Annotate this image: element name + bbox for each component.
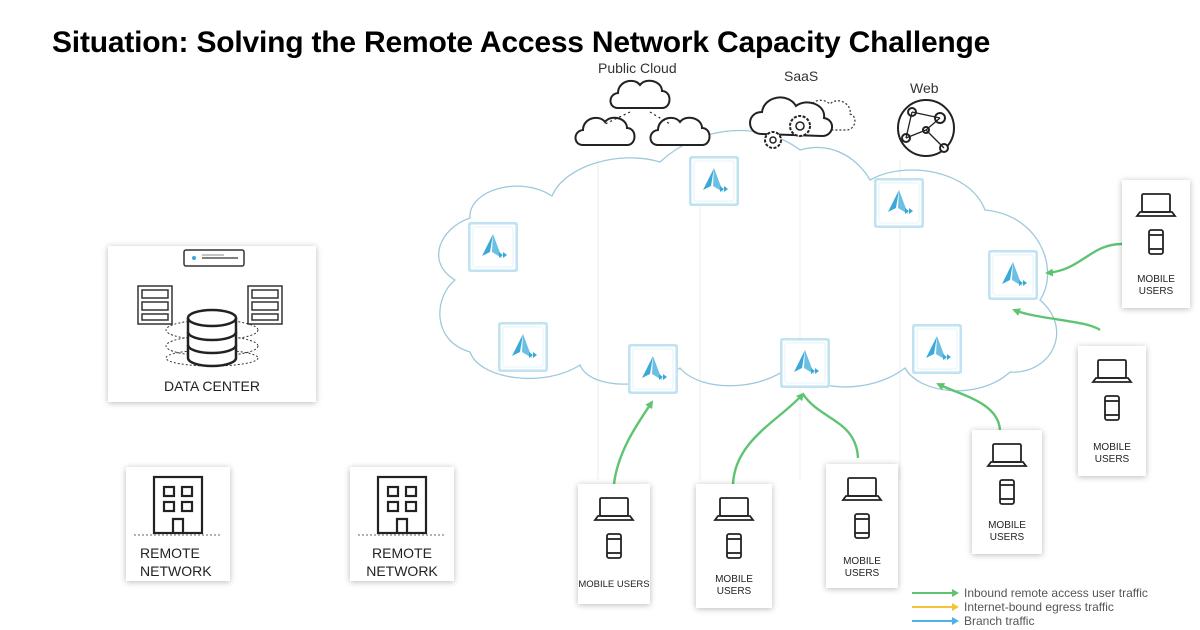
access-node-icon bbox=[497, 321, 549, 373]
laptop-icon bbox=[593, 497, 635, 521]
mobile-device-icons bbox=[1122, 188, 1190, 268]
legend-arrow-icon bbox=[912, 589, 959, 597]
mobile-users-label-line1: MOBILE bbox=[1137, 274, 1175, 285]
mobile-users-label: MOBILE USERS bbox=[578, 579, 650, 590]
saas-icon bbox=[749, 96, 856, 149]
slide-title: Situation: Solving the Remote Access Net… bbox=[52, 26, 991, 59]
public-cloud-label: Public Cloud bbox=[598, 60, 677, 76]
background-grid-lines bbox=[597, 160, 901, 480]
mobile-users-label-line1: MOBILE bbox=[843, 556, 881, 567]
laptop-icon bbox=[841, 477, 883, 501]
mobile-users-label-line2: USERS bbox=[716, 586, 752, 597]
phone-icon bbox=[1104, 395, 1120, 421]
mobile-users-card: MOBILE USERS bbox=[578, 484, 650, 604]
legend-arrow-icon bbox=[912, 617, 959, 625]
public-cloud-icon bbox=[574, 79, 711, 146]
phone-icon bbox=[999, 479, 1015, 505]
mobile-users-label-line1: MOBILE bbox=[715, 574, 753, 585]
web-icon bbox=[897, 99, 955, 157]
inbound-traffic-arrows bbox=[612, 242, 1123, 485]
mobile-device-icons bbox=[972, 438, 1042, 518]
mobile-users-card: MOBILE USERS bbox=[826, 464, 898, 588]
phone-icon bbox=[854, 513, 870, 539]
data-center-label: DATA CENTER bbox=[164, 378, 260, 394]
remote-network-card: REMOTE NETWORK bbox=[126, 467, 230, 581]
building-icon bbox=[134, 475, 222, 536]
access-node-icon bbox=[873, 177, 925, 229]
mobile-users-card: MOBILE USERS bbox=[696, 484, 772, 608]
mobile-device-icons bbox=[696, 492, 772, 572]
access-node-icon bbox=[987, 249, 1039, 301]
laptop-icon bbox=[986, 443, 1028, 467]
data-center-card: DATA CENTER bbox=[108, 246, 316, 402]
legend-arrow-icon bbox=[912, 603, 959, 611]
remote-network-label-line2: NETWORK bbox=[140, 563, 212, 579]
access-node-icon bbox=[779, 337, 831, 389]
remote-network-label-line1: REMOTE bbox=[140, 545, 200, 561]
access-node-icon bbox=[627, 343, 679, 395]
remote-network-label-line2: NETWORK bbox=[366, 563, 438, 579]
mobile-users-label-line1: MOBILE bbox=[988, 520, 1026, 531]
web-label: Web bbox=[910, 80, 939, 96]
phone-icon bbox=[606, 533, 622, 559]
legend-label: Branch traffic bbox=[964, 614, 1035, 628]
phone-icon bbox=[1148, 229, 1164, 255]
mobile-users-label-line2: USERS bbox=[1094, 454, 1130, 465]
data-center-icon bbox=[137, 249, 283, 368]
remote-network-card: REMOTE NETWORK bbox=[350, 467, 454, 581]
access-node-icon bbox=[467, 221, 519, 273]
legend-item-egress: Internet-bound egress traffic bbox=[912, 600, 1114, 614]
phone-icon bbox=[726, 533, 742, 559]
legend-label: Inbound remote access user traffic bbox=[964, 586, 1148, 600]
mobile-device-icons bbox=[578, 492, 650, 572]
mobile-device-icons bbox=[1078, 354, 1146, 434]
access-node-icon bbox=[911, 323, 963, 375]
mobile-users-card: MOBILE USERS bbox=[972, 430, 1042, 554]
legend-label: Internet-bound egress traffic bbox=[964, 600, 1114, 614]
mobile-users-label-line1: MOBILE bbox=[1093, 442, 1131, 453]
laptop-icon bbox=[1091, 359, 1133, 383]
mobile-users-card: MOBILE USERS bbox=[1122, 180, 1190, 308]
mobile-users-label-line2: USERS bbox=[1138, 286, 1174, 297]
mobile-users-label-line2: USERS bbox=[989, 532, 1025, 543]
mobile-users-label-line2: USERS bbox=[844, 568, 880, 579]
access-node-icon bbox=[688, 155, 740, 207]
legend-item-inbound: Inbound remote access user traffic bbox=[912, 586, 1148, 600]
laptop-icon bbox=[1135, 193, 1177, 217]
remote-network-label-line1: REMOTE bbox=[372, 545, 432, 561]
mobile-users-card: MOBILE USERS bbox=[1078, 346, 1146, 476]
mobile-device-icons bbox=[826, 472, 898, 552]
laptop-icon bbox=[713, 497, 755, 521]
saas-label: SaaS bbox=[784, 68, 819, 84]
legend-item-branch: Branch traffic bbox=[912, 614, 1034, 628]
building-icon bbox=[358, 475, 446, 536]
